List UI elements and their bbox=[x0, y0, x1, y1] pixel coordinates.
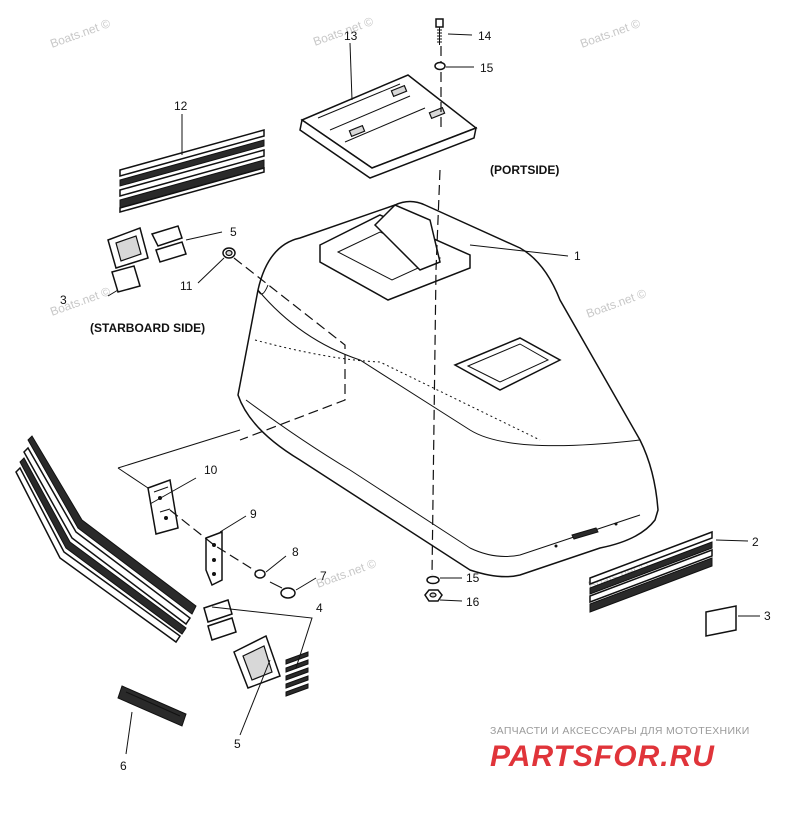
decal-part-3-upper bbox=[111, 265, 141, 293]
nut-part-16 bbox=[424, 589, 443, 602]
washer-part-15-top bbox=[434, 61, 446, 71]
emblem-part-5-upper bbox=[107, 225, 187, 269]
long-stripe-decal bbox=[15, 435, 197, 644]
leader-lines bbox=[107, 33, 760, 755]
portside-caption: (PORTSIDE) bbox=[490, 163, 559, 177]
callout-labels: 1 2 3 3 4 5 5 6 7 8 9 10 11 12 13 14 15 … bbox=[60, 29, 771, 773]
callout-6: 6 bbox=[120, 759, 127, 773]
watermark-text: Boats.net © bbox=[48, 284, 112, 319]
bracket-outline-line bbox=[117, 429, 241, 489]
engine-cover-part-1 bbox=[237, 200, 659, 578]
screw-11-dashed-path bbox=[233, 257, 346, 441]
starboard-caption: (STARBOARD SIDE) bbox=[90, 321, 205, 335]
callout-16: 16 bbox=[466, 595, 480, 609]
brand-block: ЗАПЧАСТИ И АКСЕССУАРЫ ДЛЯ МОТОТЕХНИКИ PA… bbox=[490, 725, 750, 773]
callout-1: 1 bbox=[574, 249, 581, 263]
brand-logo: PARTSFOR.RU bbox=[490, 740, 715, 773]
bracket-part-10 bbox=[147, 478, 179, 535]
callout-15-upper: 15 bbox=[480, 61, 494, 75]
callout-13: 13 bbox=[344, 29, 358, 43]
callout-15-lower: 15 bbox=[466, 571, 480, 585]
callout-14: 14 bbox=[478, 29, 492, 43]
emblem-part-5-lower bbox=[203, 599, 281, 689]
callout-4: 4 bbox=[316, 601, 323, 615]
hinge-dashed-path bbox=[169, 509, 263, 576]
bolt-part-14 bbox=[435, 18, 444, 45]
callout-5-lower: 5 bbox=[234, 737, 241, 751]
stripe-decal-part-2 bbox=[589, 530, 713, 613]
stripe-part-4 bbox=[285, 651, 309, 697]
washer-part-15-bottom bbox=[426, 575, 440, 585]
brand-tagline: ЗАПЧАСТИ И АКСЕССУАРЫ ДЛЯ МОТОТЕХНИКИ bbox=[490, 725, 750, 737]
screw-part-7 bbox=[269, 581, 296, 599]
decal-part-3-lower bbox=[705, 605, 737, 637]
callout-2: 2 bbox=[752, 535, 759, 549]
washer-part-8 bbox=[254, 569, 266, 579]
callout-3-upper: 3 bbox=[60, 293, 67, 307]
callout-7: 7 bbox=[320, 569, 327, 583]
top-plate-part-13 bbox=[299, 74, 478, 179]
watermark-text: Boats.net © bbox=[584, 286, 648, 321]
callout-5-upper: 5 bbox=[230, 225, 237, 239]
stripe-decal-part-12 bbox=[119, 129, 265, 213]
callout-10: 10 bbox=[204, 463, 218, 477]
watermark-text: Boats.net © bbox=[578, 16, 642, 51]
callout-9: 9 bbox=[250, 507, 257, 521]
callout-11: 11 bbox=[180, 279, 193, 293]
hinge-plate-part-9 bbox=[205, 530, 223, 587]
callout-12: 12 bbox=[174, 99, 188, 113]
fastener-axis-line bbox=[431, 46, 442, 576]
watermark-text: Boats.net © bbox=[48, 16, 112, 51]
screw-part-11 bbox=[222, 247, 236, 259]
nameplate-part-6 bbox=[117, 685, 187, 727]
callout-8: 8 bbox=[292, 545, 299, 559]
callout-3-lower: 3 bbox=[764, 609, 771, 623]
